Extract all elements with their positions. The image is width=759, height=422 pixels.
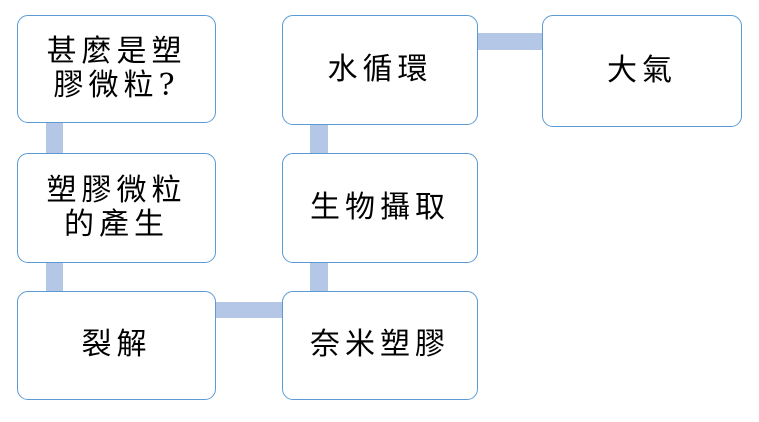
connector-what-to-generation [46, 122, 63, 155]
node-label: 裂解 [81, 327, 152, 363]
node-label: 奈米塑膠 [310, 327, 450, 363]
node-nanoplastics: 奈米塑膠 [282, 291, 478, 400]
node-what-are-microplastics: 甚麼是塑 膠微粒? [17, 15, 216, 123]
connector-nanoplastics-to-ingestion [310, 261, 328, 293]
connector-cracking-to-nanoplastics [214, 302, 284, 318]
connector-generation-to-cracking [46, 261, 63, 293]
node-label: 甚麼是塑 膠微粒? [46, 33, 187, 103]
node-cracking: 裂解 [17, 291, 216, 400]
connector-ingestion-to-water-cycle [310, 123, 328, 155]
connector-water-cycle-to-atmosphere [476, 33, 544, 50]
node-bio-ingestion: 生物攝取 [282, 153, 478, 263]
node-label: 塑膠微粒 的產生 [46, 172, 187, 242]
node-atmosphere: 大氣 [542, 15, 742, 127]
node-label: 生物攝取 [310, 189, 450, 225]
node-label: 大氣 [607, 52, 677, 88]
node-microplastic-generation: 塑膠微粒 的產生 [17, 153, 216, 263]
node-water-cycle: 水循環 [282, 15, 478, 125]
node-label: 水循環 [327, 51, 433, 87]
